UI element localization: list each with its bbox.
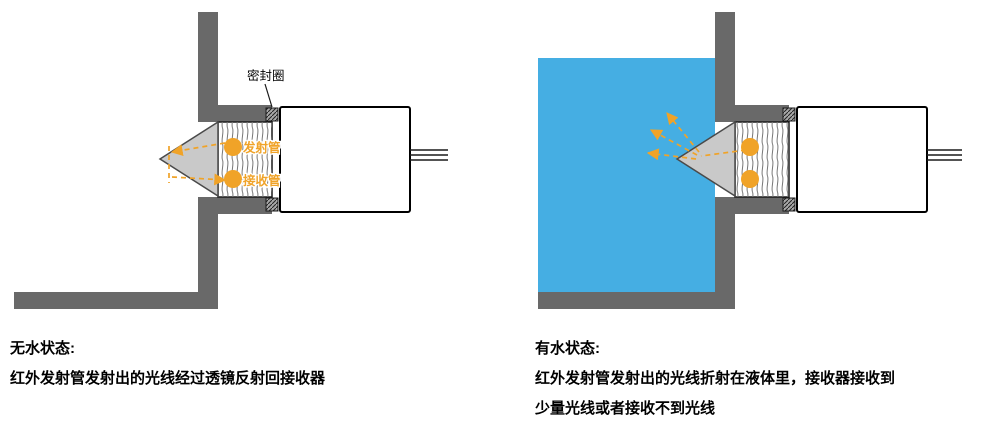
thread-texture — [735, 122, 789, 197]
seal-ring-label: 密封圈 — [247, 68, 285, 83]
sensor-housing — [796, 106, 928, 213]
dry-state-diagram: 密封圈 发射管 接收管 — [14, 12, 448, 309]
receiver-label: 接收管 — [243, 173, 281, 188]
seal-ring-bottom — [265, 197, 279, 212]
dry-state-caption-title: 无水状态: — [10, 340, 75, 357]
receiver-led — [224, 170, 242, 188]
sensor-housing — [279, 106, 411, 213]
receiver-led — [741, 170, 759, 188]
wet-state-caption: 有水状态: 红外发射管发射出的光线折射在液体里，接收器接收到 少量光线或者接收不… — [535, 334, 895, 424]
seal-ring-top — [265, 107, 279, 122]
reflected-light-rays — [168, 142, 227, 186]
wall-mount-flange-bottom — [198, 197, 272, 214]
sensor-wires — [927, 149, 962, 161]
wet-state-caption-line: 红外发射管发射出的光线折射在液体里，接收器接收到 — [535, 370, 896, 387]
diagram-canvas: 密封圈 发射管 接收管 — [14, 12, 962, 309]
sensor-wires — [410, 149, 448, 161]
wet-state-caption-line: 少量光线或者接收不到光线 — [535, 400, 716, 417]
refracted-light-rays — [646, 112, 747, 161]
wet-state-diagram — [538, 12, 962, 309]
cone-lens — [158, 120, 219, 198]
wall-mount-flange-bottom — [715, 197, 789, 214]
emitter-label: 发射管 — [242, 140, 281, 155]
wall-lower-segment — [715, 214, 735, 292]
wall-upper-segment — [715, 12, 735, 105]
wall-lower-segment — [198, 214, 218, 292]
seal-ring-top — [782, 107, 796, 122]
dry-state-caption-line: 红外发射管发射出的光线经过透镜反射回接收器 — [10, 370, 326, 387]
water-volume — [538, 58, 715, 292]
tank-floor — [14, 292, 218, 309]
dry-state-caption: 无水状态: 红外发射管发射出的光线经过透镜反射回接收器 — [10, 334, 325, 394]
tank-floor — [538, 292, 735, 309]
seal-ring-bottom — [782, 197, 796, 212]
wall-mount-flange-top — [198, 105, 272, 122]
wet-state-caption-title: 有水状态: — [535, 340, 600, 357]
seal-label-leader — [264, 83, 273, 108]
emitter-led — [741, 138, 759, 156]
wall-upper-segment — [198, 12, 218, 105]
emitter-led — [224, 138, 242, 156]
wall-mount-flange-top — [715, 105, 789, 122]
cone-lens — [675, 120, 736, 198]
